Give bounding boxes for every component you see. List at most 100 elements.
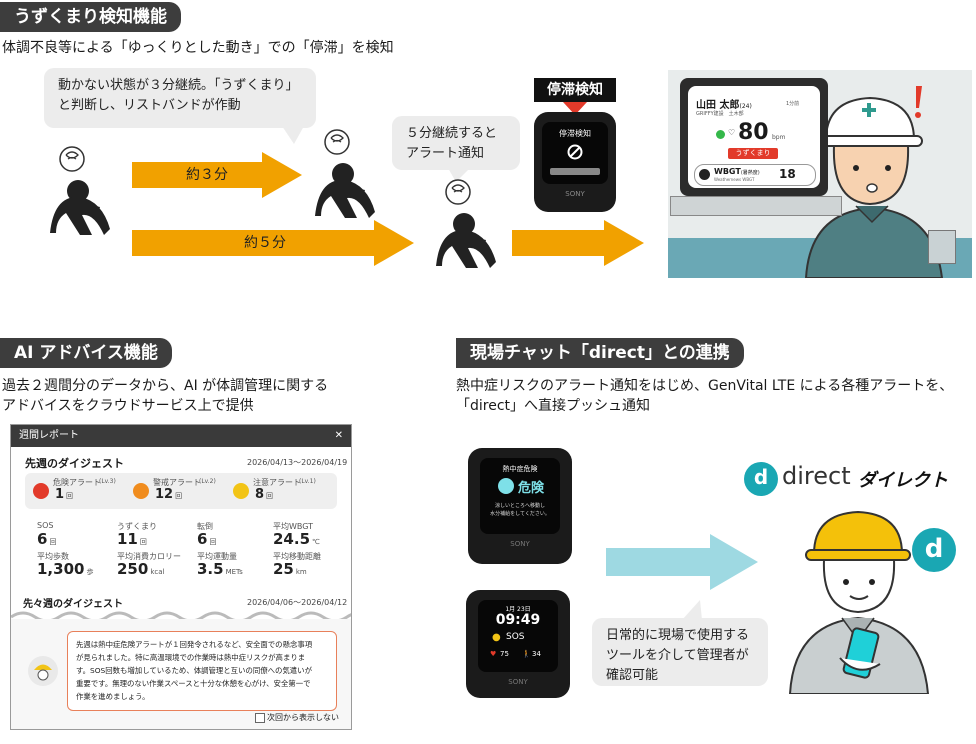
- wbgt-label: WBGT(暑熱度): [714, 167, 760, 176]
- heart-icon: ♡: [728, 128, 736, 137]
- report-header: 週間レポート ✕: [11, 425, 351, 447]
- alert-level-face-icon: [133, 483, 149, 499]
- alert-label: 危険アラート: [53, 478, 101, 487]
- dashboard-card: 山田 太郎(24) 1分前 GRIFFY建設 土木部 ♡ 80 bpm うずくま…: [688, 86, 820, 188]
- pen-cup: [928, 230, 956, 264]
- direct-logo-icon: d: [744, 462, 778, 496]
- arrow-5min-label: 約５分: [244, 235, 286, 251]
- advice-box: 先週は熱中症危険アラートが１回発令されるなど、安全面での懸念事項が見られました。…: [67, 631, 337, 711]
- bubble-tail: [282, 126, 304, 144]
- alert-level: (Lv.2): [199, 478, 216, 485]
- bell-icon: ●: [492, 632, 501, 643]
- bpm-unit: bpm: [772, 134, 786, 141]
- no-entry-icon: [567, 144, 583, 160]
- uzukumari-subtitle: 体調不良等による「ゆっくりとした動き」での「停滞」を検知: [2, 40, 394, 56]
- watch2-sos: SOS: [506, 632, 525, 642]
- stat-value: 24.5℃: [273, 530, 320, 548]
- heart-icon: ♥: [490, 650, 497, 658]
- alert-label: 注意アラート: [253, 478, 301, 487]
- bubble-tail: [448, 168, 470, 182]
- week1-label: 先週のダイジェスト: [25, 457, 124, 470]
- ai-desc-line2: アドバイスをクラウドサービス上で提供: [2, 398, 254, 414]
- bubble-text-line: 日常的に現場で使用する: [606, 628, 750, 643]
- wbgt-box: WBGT(暑熱度) Weathernews WBGT 18: [694, 164, 816, 186]
- alert-pointer: [563, 102, 587, 115]
- dont-show-checkbox[interactable]: [255, 713, 265, 723]
- bpm-value: 80: [738, 120, 769, 145]
- stat-label: 平均消費カロリー: [117, 552, 181, 561]
- watch2-hr: 75: [500, 650, 509, 658]
- time-ago: 1分前: [786, 101, 800, 107]
- dont-show-label: 次回から表示しない: [267, 713, 339, 722]
- week1-range: 2026/04/13〜2026/04/19: [247, 458, 348, 467]
- wbgt-icon: [699, 169, 710, 180]
- watch1-title: 熱中症危険: [502, 465, 538, 473]
- watch-title: 停滞検知: [559, 129, 591, 138]
- worker-name: 山田 太郎(24): [696, 100, 752, 111]
- stat-label: 平均歩数: [37, 552, 69, 561]
- advice-line: 重要です。無理のない作業スペースと十分な休憩を心がけ、安全第一で: [76, 679, 311, 688]
- section-tag-uzukumari: うずくまり検知機能: [0, 2, 181, 32]
- watch-brand: SONY: [508, 678, 528, 686]
- week2-range: 2026/04/06〜2026/04/12: [247, 598, 348, 607]
- close-icon[interactable]: ✕: [334, 430, 343, 441]
- direct-desc-line2: 「direct」へ直接プッシュ通知: [456, 398, 651, 414]
- danger-face-icon: [498, 478, 514, 494]
- watch2-date: 1月 23日: [505, 606, 531, 613]
- ai-desc-line1: 過去２週間分のデータから、AI が体調管理に関する: [2, 378, 329, 394]
- week2-label: 先々週のダイジェスト: [23, 599, 123, 610]
- alert-level-face-icon: [33, 483, 49, 499]
- laptop-base: [670, 196, 842, 216]
- walker-icon: 🚶: [522, 650, 531, 658]
- ai-avatar-icon: [28, 656, 58, 686]
- section-tag-ai: AI アドバイス機能: [0, 338, 172, 368]
- bubble-text-line: 確認可能: [606, 668, 659, 683]
- speech-bubble-3min: 動かない状態が３分継続。「うずくまり」 と判断し、リストバンドが作動: [44, 68, 316, 128]
- stat-label: 平均移動距離: [273, 552, 321, 561]
- arrow-5min: [132, 220, 414, 266]
- alert-level: (Lv.3): [99, 478, 116, 485]
- smartwatch-sos: 1月 23日 09:49 ● SOS ♥ 75 🚶 34 SONY: [466, 590, 570, 698]
- advice-line: 作業を進めましょう。: [76, 692, 150, 701]
- arrow-to-direct: [606, 534, 758, 590]
- stat-label: うずくまり: [117, 522, 157, 531]
- crouching-person-icon: [315, 129, 375, 218]
- report-title: 週間レポート: [19, 430, 79, 441]
- stat-label: 平均運動量: [197, 552, 237, 561]
- stat-label: 平均WBGT: [273, 522, 314, 531]
- watch-brand: SONY: [565, 190, 585, 198]
- direct-logo-kana: ダイレクト: [858, 470, 948, 491]
- alert-level: (Lv.1): [299, 478, 316, 485]
- worker-with-phone-illustration: [788, 510, 930, 694]
- status-badge: うずくまり: [728, 148, 778, 159]
- alert-label: 警戒アラート: [153, 478, 201, 487]
- advice-line: す。SOS回数も増加しているため、体調管理と互いの同僚への気遣いが: [76, 666, 312, 675]
- bubble-tail: [682, 600, 702, 620]
- speech-bubble-direct: 日常的に現場で使用する ツールを介して管理者が 確認可能: [592, 618, 768, 686]
- smartwatch-heat-alert: 熱中症危険 危険 涼しいところへ移動し 水分補給をしてください。 SONY: [468, 448, 572, 564]
- alert-badge: 停滞検知: [534, 78, 616, 102]
- bubble-text-line: と判断し、リストバンドが作動: [58, 98, 241, 113]
- direct-logo-text: direct: [782, 462, 851, 490]
- advice-line: が見られました。特に高温環境での作業時は熱中症リスクが高まりま: [76, 653, 306, 662]
- smartwatch: 停滞検知 SONY: [534, 112, 616, 212]
- arrow-to-admin: [512, 220, 644, 266]
- watch1-msg2: 水分補給をしてください。: [490, 511, 550, 517]
- watch-button-bar: [550, 168, 600, 175]
- wbgt-value: 18: [779, 167, 796, 181]
- watch-brand: SONY: [510, 540, 530, 548]
- wbgt-caption: Weathernews WBGT: [714, 177, 755, 182]
- admin-scene: 山田 太郎(24) 1分前 GRIFFY建設 土木部 ♡ 80 bpm うずくま…: [668, 70, 972, 278]
- arrow-3min: [132, 152, 302, 198]
- watch2-time: 09:49: [495, 612, 541, 628]
- weekly-report-dialog: 週間レポート ✕ 先週のダイジェスト 2026/04/13〜2026/04/19…: [10, 424, 352, 730]
- advice-line: 先週は熱中症危険アラートが１回発令されるなど、安全面での懸念事項: [76, 640, 313, 649]
